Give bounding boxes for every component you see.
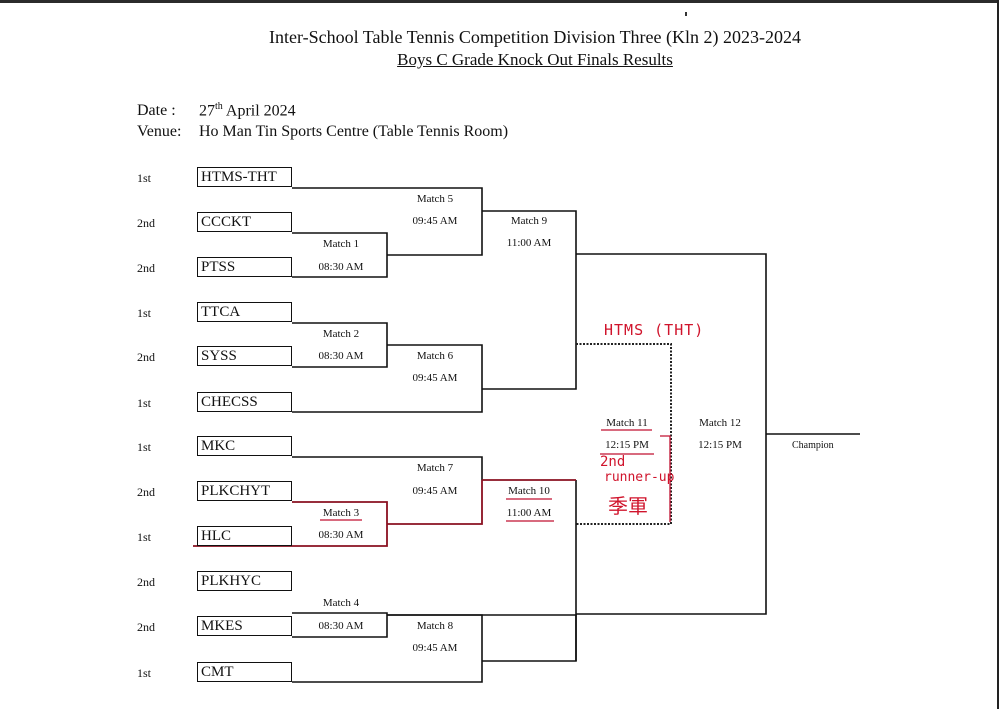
match-12-time: 12:15 PM (698, 439, 742, 451)
handwritten-place-note-2: runner-up (604, 470, 675, 485)
team-box: PLKCHYT (197, 481, 292, 501)
scan-speck (685, 12, 687, 16)
match-10-time: 11:00 AM (506, 507, 552, 519)
venue-value: Ho Man Tin Sports Centre (Table Tennis R… (199, 123, 509, 140)
seed-rank: 1st (137, 666, 152, 680)
third-place-dotted-top (576, 343, 672, 525)
team-box: CHECSS (197, 392, 292, 412)
team-box: PTSS (197, 257, 292, 277)
team-box: SYSS (197, 346, 292, 366)
match-8-bracket-full (292, 614, 483, 683)
match-12-bracket (576, 253, 767, 615)
match-12-name: Match 12 (699, 417, 741, 429)
seed-rank: 1st (137, 171, 152, 185)
match-9-time: 11:00 AM (506, 237, 552, 249)
date-day: 27 (199, 102, 215, 120)
team-box: HTMS-THT (197, 167, 292, 187)
seed-rank: 2nd (137, 350, 155, 364)
venue-row: Venue: Ho Man Tin Sports Centre (Table Te… (137, 123, 508, 141)
scan-top-edge (0, 0, 999, 3)
team-box: CMT (197, 662, 292, 682)
seed-rank: 1st (137, 306, 152, 320)
match-3-time: 08:30 AM (318, 529, 364, 541)
team-box: CCCKT (197, 212, 292, 232)
date-value: April 2024 (225, 102, 296, 120)
match-1-name: Match 1 (322, 238, 360, 250)
match-5-name: Match 5 (416, 193, 454, 205)
date-suffix: th (215, 101, 223, 112)
match-7-time: 09:45 AM (412, 485, 458, 497)
match-11-time: 12:15 PM (605, 439, 649, 451)
seed-rank: 2nd (137, 575, 155, 589)
seed-rank: 2nd (137, 485, 155, 499)
handwritten-winner-note: HTMS (THT) (604, 321, 705, 339)
match-3-name: Match 3 (322, 507, 360, 519)
bracket-ink-mark (660, 435, 671, 522)
seed-rank: 1st (137, 440, 152, 454)
handwritten-place-note-3: 季軍 (608, 494, 648, 518)
team-box: MKC (197, 436, 292, 456)
seed-rank: 2nd (137, 216, 155, 230)
seed-rank: 2nd (137, 261, 155, 275)
match-7-name: Match 7 (416, 462, 454, 474)
match-10-bracket-right (482, 480, 577, 662)
match-7-bracket-top (292, 456, 483, 480)
match-1-time: 08:30 AM (318, 261, 364, 273)
document-subtitle: Boys C Grade Knock Out Finals Results (397, 50, 673, 69)
match-9-name: Match 9 (510, 215, 548, 227)
team-box: PLKHYC (197, 571, 292, 591)
match-11-name: Match 11 (606, 417, 648, 429)
scan-right-edge (997, 0, 999, 709)
match-5-bracket (292, 187, 483, 256)
match-6-time: 09:45 AM (412, 372, 458, 384)
date-row: Date : 27th April 2024 (137, 101, 296, 120)
seed-rank: 1st (137, 530, 152, 544)
champion-label: Champion (792, 440, 834, 451)
match-10-name: Match 10 (508, 485, 550, 497)
team-box: TTCA (197, 302, 292, 322)
match-5-time: 09:45 AM (412, 215, 458, 227)
team-box: HLC (197, 526, 292, 546)
seed-rank: 1st (137, 396, 152, 410)
match-4-name: Match 4 (322, 597, 360, 609)
match-9-bracket (482, 210, 577, 390)
team-box: MKES (197, 616, 292, 636)
match-2-time: 08:30 AM (318, 350, 364, 362)
match-7-bracket-lower (387, 480, 483, 525)
match-8-name: Match 8 (416, 620, 454, 632)
venue-label: Venue: (137, 123, 182, 140)
match-6-name: Match 6 (416, 350, 454, 362)
date-label: Date : (137, 102, 176, 120)
match-8-time: 09:45 AM (412, 642, 458, 654)
match-2-name: Match 2 (322, 328, 360, 340)
match-4-time: 08:30 AM (318, 620, 364, 632)
match-4-bracket (292, 612, 388, 638)
handwritten-place-note-1: 2nd (600, 454, 626, 470)
match-6-bracket (292, 344, 483, 413)
document-title: Inter-School Table Tennis Competition Di… (268, 27, 802, 47)
seed-rank: 2nd (137, 620, 155, 634)
